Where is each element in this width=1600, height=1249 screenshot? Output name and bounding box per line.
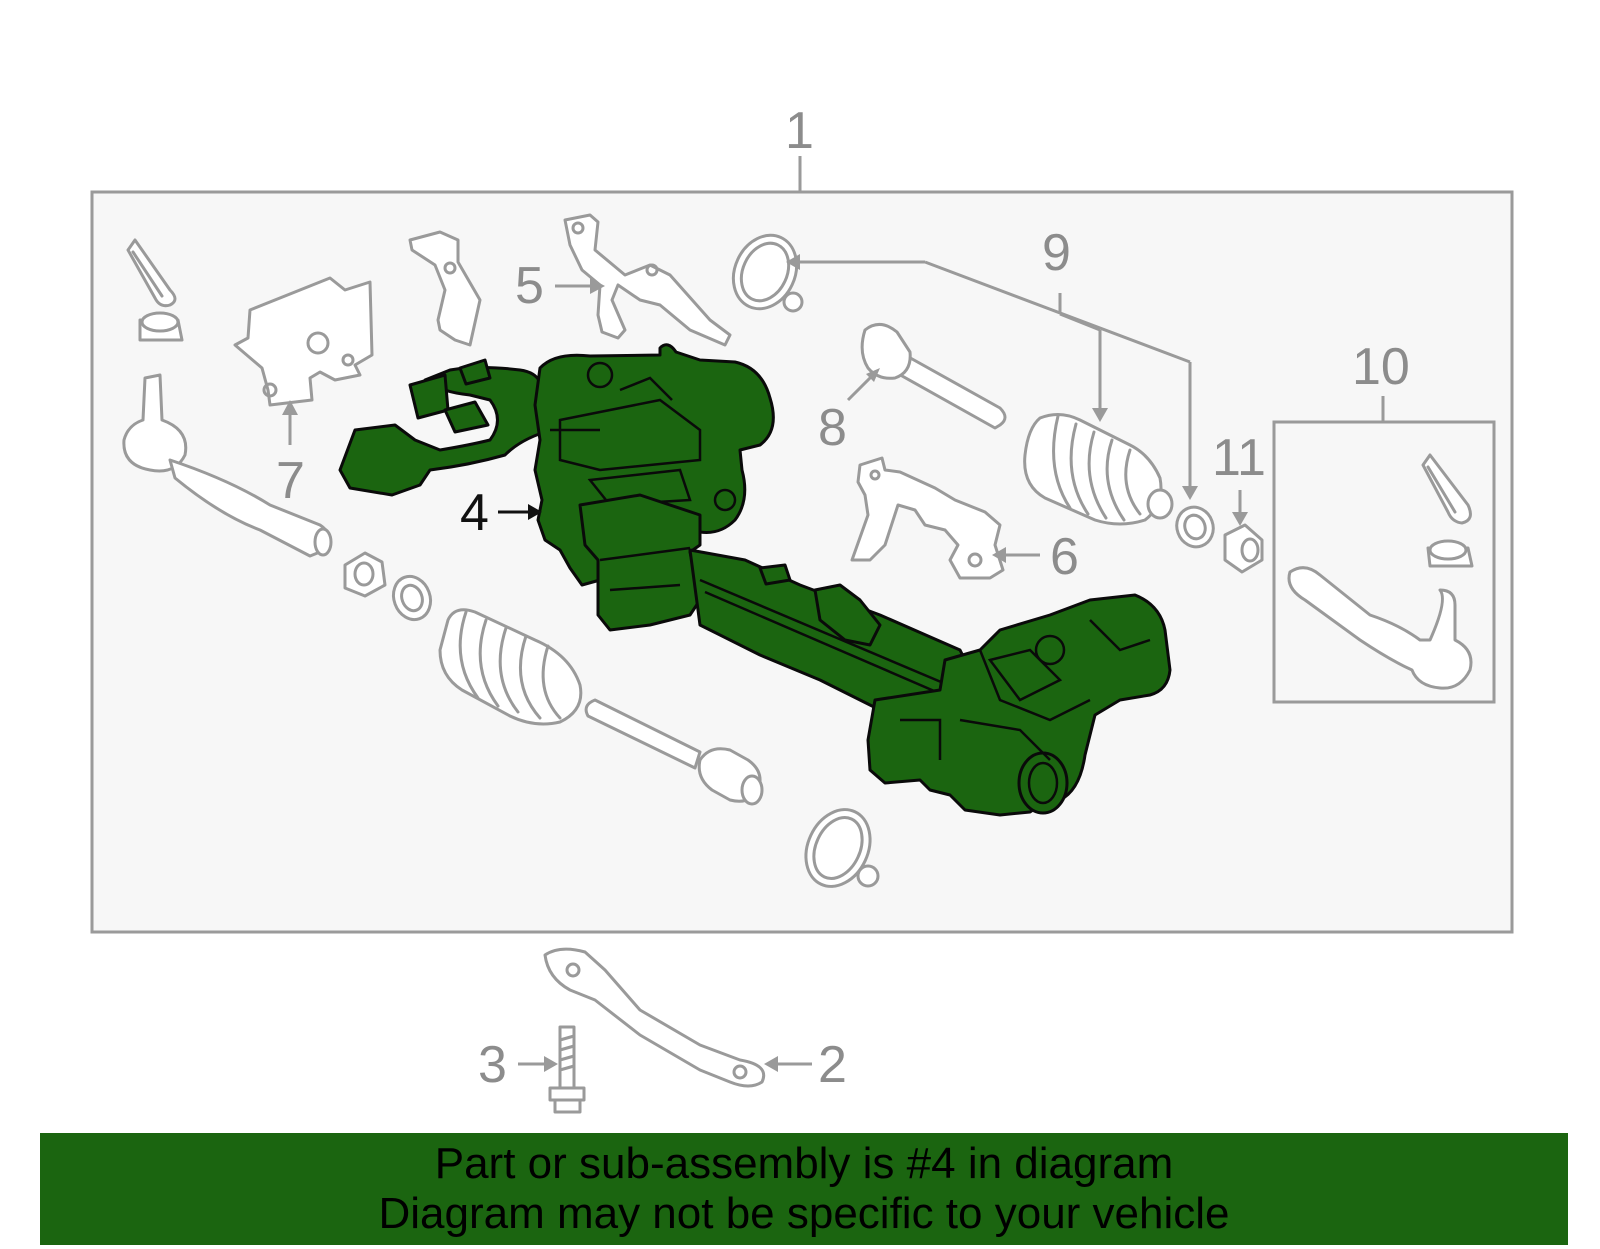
callout-10: 10 [1352,338,1410,396]
bracket-part-6 [850,456,1005,580]
outer-tie-rod-end-left [122,373,333,558]
o-ring-lower [804,808,880,888]
banner-line-part-number: Part or sub-assembly is #4 in diagram [434,1139,1174,1188]
callout-11: 11 [1212,429,1266,487]
boot-left [438,608,583,726]
nut-left [138,311,184,342]
clamp-left [391,574,433,622]
callout-5: 5 [515,257,544,315]
callout-7: 7 [276,452,305,510]
cotter-pin-left [126,238,177,308]
mounting-bracket-upper [408,230,482,347]
callout-8: 8 [818,399,847,457]
callout-2: 2 [818,1036,847,1094]
callout-1: 1 [785,102,814,160]
inner-tie-rod-lower [584,698,764,806]
banner-line-disclaimer: Diagram may not be specific to your vehi… [378,1189,1230,1238]
nut-part-11 [1223,523,1264,574]
boot-right [1023,413,1174,526]
bracket-part-5 [563,213,732,347]
callout-4: 4 [460,484,489,542]
info-banner: Part or sub-assembly is #4 in diagram Di… [40,1133,1568,1245]
outer-tie-rod-end-right [1287,566,1473,690]
o-ring-upper [731,233,804,313]
callout-9: 9 [1042,224,1071,282]
steering-gear-part-4 [338,343,1172,817]
clamp-right [1175,505,1215,549]
bracket-part-7 [233,276,374,407]
support-bracket-part-2 [543,947,766,1088]
cotter-pin-right [1421,453,1472,525]
callout-3: 3 [478,1036,507,1094]
inner-tie-rod-upper [860,323,1007,430]
callout-6: 6 [1050,528,1079,586]
nut-right [1426,539,1474,568]
nut-lower-left [343,551,387,598]
bolt-part-3 [548,1025,586,1114]
